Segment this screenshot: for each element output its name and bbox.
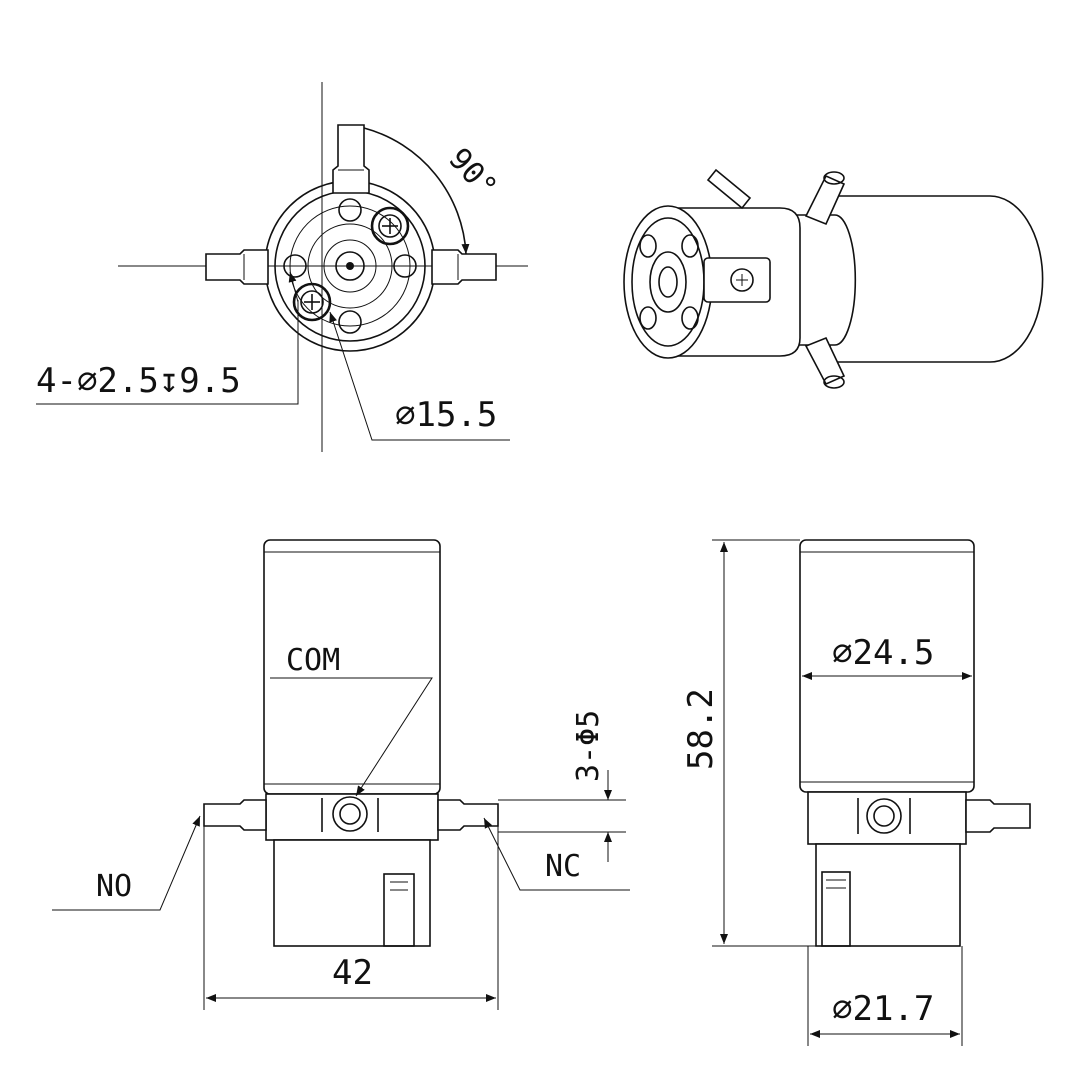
top-view: 90° 4-∅2.5↧9.5 ∅15.5 [36, 82, 528, 452]
motor-can [829, 195, 1044, 363]
front-view: COM NO NC 3-Φ5 42 [52, 539, 630, 1010]
side-nozzle [965, 799, 1031, 833]
nozzle-right [431, 249, 497, 285]
nozzle-left [205, 249, 269, 285]
screw-bottom-left [292, 282, 332, 322]
mount-hole-leader [36, 300, 299, 405]
port-dia-label: ∅15.5 [395, 395, 497, 435]
angle-arc [363, 127, 470, 255]
mount-hole [338, 198, 362, 222]
no-nozzle [203, 799, 267, 831]
ports-label: 3-Φ5 [571, 710, 606, 782]
nc-nozzle [437, 799, 499, 831]
screw-top-right [370, 206, 410, 246]
iso-view [623, 168, 1044, 389]
nc-label: NC [545, 849, 581, 884]
no-leader [52, 815, 201, 911]
height-label: 58.2 [681, 688, 721, 770]
mount-hole [393, 254, 417, 278]
no-label: NO [96, 869, 132, 904]
center-hub [335, 251, 365, 281]
nc-leader [483, 817, 630, 891]
side-view: 58.2 ∅24.5 ∅21.7 [681, 539, 1031, 1046]
com-port [332, 796, 368, 832]
iso-nozzle-top [804, 171, 846, 226]
mount-hole-label: 4-∅2.5↧9.5 [36, 361, 241, 401]
com-leader [270, 677, 433, 797]
base-dia-label: ∅21.7 [832, 989, 934, 1029]
nozzle-top [332, 124, 370, 194]
iso-nozzle-bottom [804, 336, 846, 389]
port-dia-leader [329, 311, 510, 441]
iso-nozzle-upper-left [706, 168, 752, 210]
pump-head-front [265, 793, 439, 841]
com-label: COM [286, 643, 340, 678]
pump-base-side [815, 843, 961, 947]
mount-hole [338, 310, 362, 334]
width-label: 42 [332, 953, 373, 993]
body-dia-label: ∅24.5 [832, 633, 934, 673]
pump-face [623, 205, 713, 359]
pump-base-front [273, 839, 431, 947]
